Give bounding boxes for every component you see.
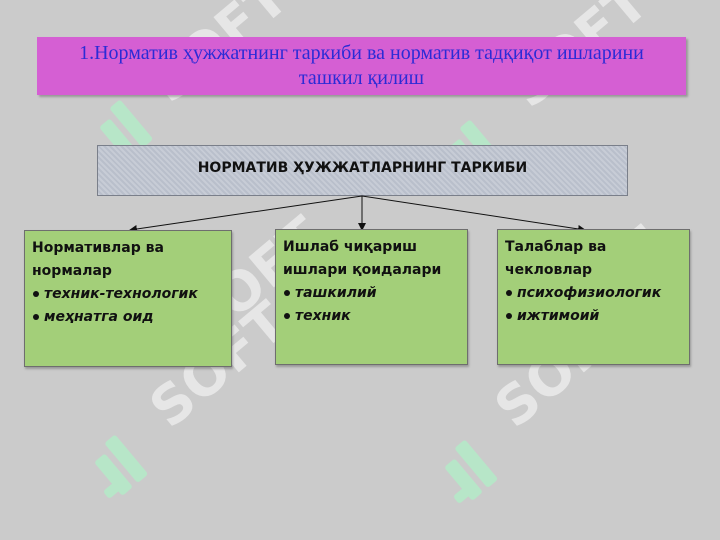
list-item: меҳнатга оид [32,306,224,329]
card-requirements-heading: Талаблар ва чекловлар [505,239,607,278]
card-requirements: Талаблар ва чекловлар психофизиологик иж… [497,229,690,365]
list-item: ташкилий [283,282,460,305]
structure-header-box: НОРМАТИВ ҲУЖЖАТЛАРНИНГ ТАРКИБИ [97,145,628,196]
card-norms-list: техник-технологик меҳнатга оид [32,283,224,329]
list-item: психофизиологик [505,282,682,305]
arrow-to-card-1 [129,195,363,233]
arrow-to-card-3 [361,195,586,233]
card-production-rules: Ишлаб чиқариш ишлари қоидалари ташкилий … [275,229,468,365]
card-norms-heading: Нормативлар ва нормалар [32,240,164,279]
slide-title-line-1: 1.Норматив ҳужжатнинг таркиби ва нормати… [79,42,644,64]
slide-title-line-2: ташкил қилиш [298,67,425,89]
list-item: техник [283,305,460,328]
card-production-rules-heading: Ишлаб чиқариш ишлари қоидалари [283,239,442,278]
list-item: техник-технологик [32,283,224,306]
list-item: ижтимоий [505,305,682,328]
card-requirements-list: психофизиологик ижтимоий [505,282,682,328]
structure-header-label: НОРМАТИВ ҲУЖЖАТЛАРНИНГ ТАРКИБИ [197,159,528,176]
slide-title: 1.Норматив ҳужжатнинг таркиби ва нормати… [37,37,686,95]
card-production-rules-list: ташкилий техник [283,282,460,328]
card-norms: Нормативлар ва нормалар техник-технологи… [24,230,232,367]
